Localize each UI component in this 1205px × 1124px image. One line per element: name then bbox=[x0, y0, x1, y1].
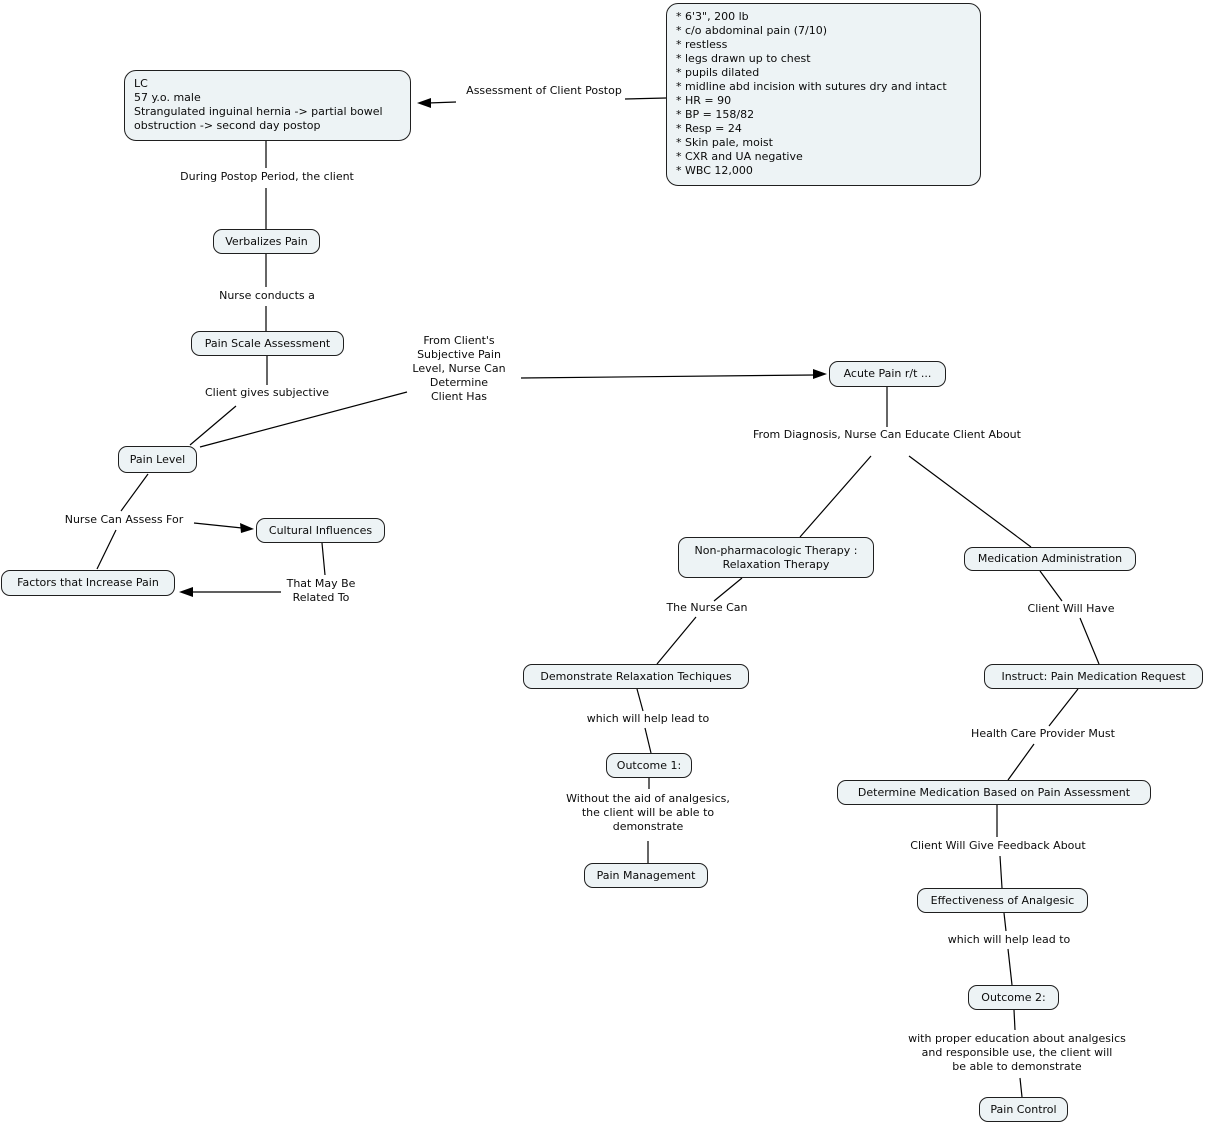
node-medication-administration[interactable]: Medication Administration bbox=[964, 547, 1136, 571]
edge-label-from-clients-subjective: From Client's Subjective Pain Level, Nur… bbox=[412, 334, 506, 403]
edge-nonpharm-demo-1 bbox=[713, 577, 743, 602]
edge-outcome2-paincontrol-2 bbox=[1019, 1077, 1023, 1098]
arrowhead-icon bbox=[240, 523, 254, 533]
edge-painlevel-factors-1 bbox=[120, 473, 149, 512]
edge-label-nurse-conducts-a: Nurse conducts a bbox=[219, 289, 315, 302]
edge-determine-effect-2 bbox=[999, 855, 1003, 889]
edge-label-without-the-aid: Without the aid of analgesics, the clien… bbox=[566, 792, 730, 833]
edge-assess-cultural bbox=[193, 522, 243, 529]
node-verbalizes-pain[interactable]: Verbalizes Pain bbox=[213, 229, 320, 254]
edge-painlevel-fromclient bbox=[199, 391, 408, 448]
edge-fromdiagnosis-medadmin bbox=[908, 455, 1032, 548]
edge-label-during-postop-period: During Postop Period, the client bbox=[180, 170, 354, 183]
node-pain-level[interactable]: Pain Level bbox=[118, 446, 197, 473]
node-pain-management[interactable]: Pain Management bbox=[584, 863, 708, 888]
node-determine-medication[interactable]: Determine Medication Based on Pain Asses… bbox=[837, 780, 1151, 805]
edge-demo-outcome1-2 bbox=[644, 727, 652, 754]
edge-fromclient-acute bbox=[520, 374, 815, 379]
edge-instruct-determine-1 bbox=[1048, 688, 1079, 727]
node-instruct-pain-medication-request[interactable]: Instruct: Pain Medication Request bbox=[984, 664, 1203, 689]
arrowhead-icon bbox=[813, 369, 827, 379]
edge-label-client-gives-subjective: Client gives subjective bbox=[204, 386, 330, 399]
edge-label-the-nurse-can: The Nurse Can bbox=[666, 601, 748, 614]
edge-effect-outcome2-1 bbox=[1003, 912, 1007, 932]
node-effectiveness-of-analgesic[interactable]: Effectiveness of Analgesic bbox=[917, 888, 1088, 913]
arrowhead-icon bbox=[417, 98, 431, 108]
edge-fromdiagnosis-nonpharm bbox=[799, 455, 872, 538]
edge-label-nurse-can-assess-for: Nurse Can Assess For bbox=[64, 513, 184, 526]
node-non-pharmacologic-therapy[interactable]: Non-pharmacologic Therapy : Relaxation T… bbox=[678, 537, 874, 578]
edge-label-health-care-provider-must: Health Care Provider Must bbox=[971, 727, 1115, 740]
edge-cultural-relatedto bbox=[321, 542, 326, 576]
edge-label-which-will-help-lead-to-2: which will help lead to bbox=[947, 933, 1071, 946]
edge-medadmin-instruct-2 bbox=[1079, 617, 1100, 665]
edge-label-client-will-give-feedback: Client Will Give Feedback About bbox=[910, 839, 1086, 852]
edge-medadmin-instruct-1 bbox=[1039, 570, 1063, 602]
edge-label-client-will-have: Client Will Have bbox=[1027, 602, 1115, 615]
edge-effect-outcome2-2 bbox=[1007, 948, 1013, 986]
node-factors-increase-pain[interactable]: Factors that Increase Pain bbox=[1, 570, 175, 596]
edge-instruct-determine-2 bbox=[1007, 743, 1035, 781]
edge-label-with-proper-education: with proper education about analgesics a… bbox=[908, 1032, 1126, 1073]
node-outcome-2[interactable]: Outcome 2: bbox=[968, 985, 1059, 1010]
edge-label-from-diagnosis: From Diagnosis, Nurse Can Educate Client… bbox=[753, 428, 1021, 441]
edge-label-that-may-be-related-to: That May Be Related To bbox=[286, 577, 356, 604]
node-cultural-influences[interactable]: Cultural Influences bbox=[256, 518, 385, 543]
edge-scale-painlevel-2 bbox=[189, 405, 237, 446]
edge-assessment-lc-2 bbox=[427, 101, 457, 104]
node-outcome-1[interactable]: Outcome 1: bbox=[606, 753, 692, 778]
node-acute-pain[interactable]: Acute Pain r/t ... bbox=[829, 361, 946, 387]
node-demonstrate-relaxation[interactable]: Demonstrate Relaxation Techiques bbox=[523, 664, 749, 689]
edge-demo-outcome1-1 bbox=[636, 688, 644, 712]
node-pain-control[interactable]: Pain Control bbox=[979, 1097, 1068, 1122]
edge-outcome2-paincontrol-1 bbox=[1013, 1009, 1016, 1031]
edge-nonpharm-demo-2 bbox=[656, 616, 697, 665]
edge-label-which-will-help-lead-to-1: which will help lead to bbox=[586, 712, 710, 725]
edge-painlevel-factors-2 bbox=[96, 529, 117, 570]
edge-assessment-lc-1 bbox=[624, 97, 667, 100]
edge-label-assessment-of-client-postop: Assessment of Client Postop bbox=[466, 84, 622, 97]
node-client-info[interactable]: LC 57 y.o. male Strangulated inguinal he… bbox=[124, 70, 411, 141]
node-pain-scale-assessment[interactable]: Pain Scale Assessment bbox=[191, 331, 344, 356]
arrowhead-icon bbox=[179, 587, 193, 597]
node-assessment-findings[interactable]: * 6'3", 200 lb * c/o abdominal pain (7/1… bbox=[666, 3, 981, 186]
